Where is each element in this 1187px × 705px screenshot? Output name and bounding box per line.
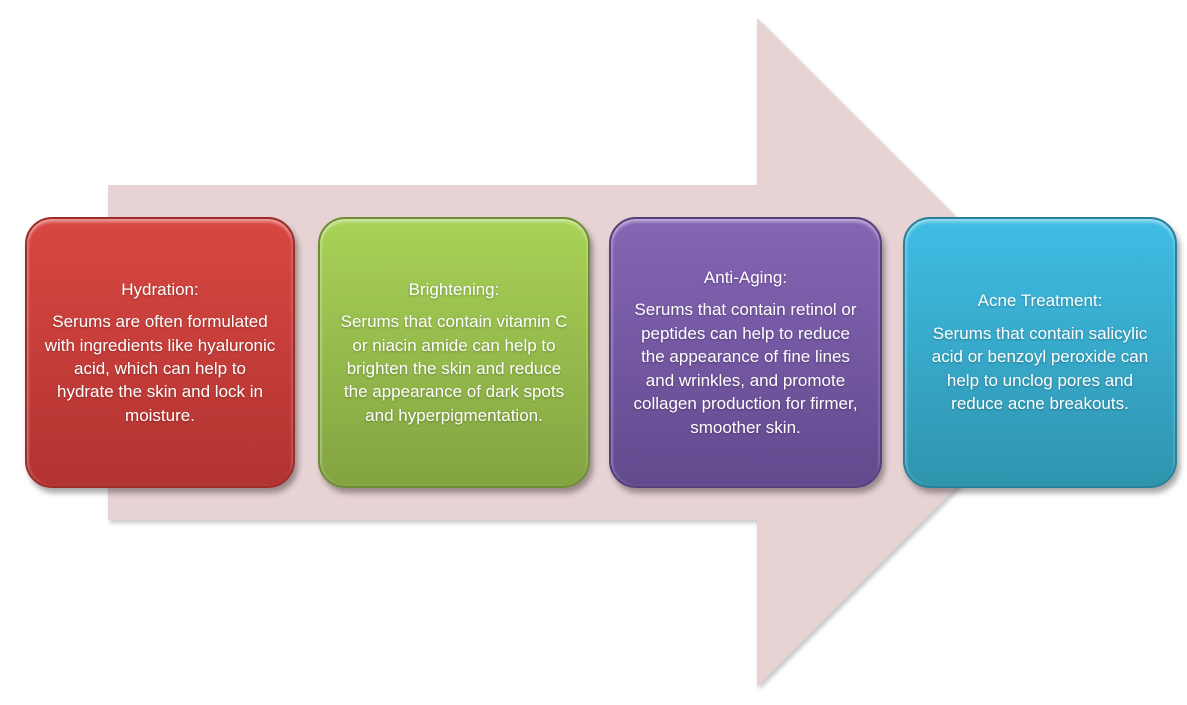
step-description: Serums that contain salicylic acid or be…	[931, 323, 1149, 414]
step-description: Serums that contain vitamin C or niacin …	[340, 312, 568, 425]
step-title: Anti-Aging:	[703, 267, 788, 287]
step-title: Acne Treatment:	[977, 291, 1103, 311]
step-box-brightening: Brightening: Serums that contain vitamin…	[318, 217, 590, 488]
step-box-anti-aging: Anti-Aging: Serums that contain retinol …	[609, 217, 882, 488]
step-box-hydration: Hydration: Serums are often formulated w…	[25, 217, 295, 488]
step-title: Hydration:	[121, 279, 199, 299]
step-description: Serums that contain retinol or peptides …	[633, 300, 858, 437]
step-box-acne-treatment: Acne Treatment: Serums that contain sali…	[903, 217, 1177, 488]
right-arrow-polygon	[108, 18, 1092, 687]
step-title: Brightening:	[408, 279, 500, 299]
step-description: Serums are often formulated with ingredi…	[44, 312, 276, 425]
